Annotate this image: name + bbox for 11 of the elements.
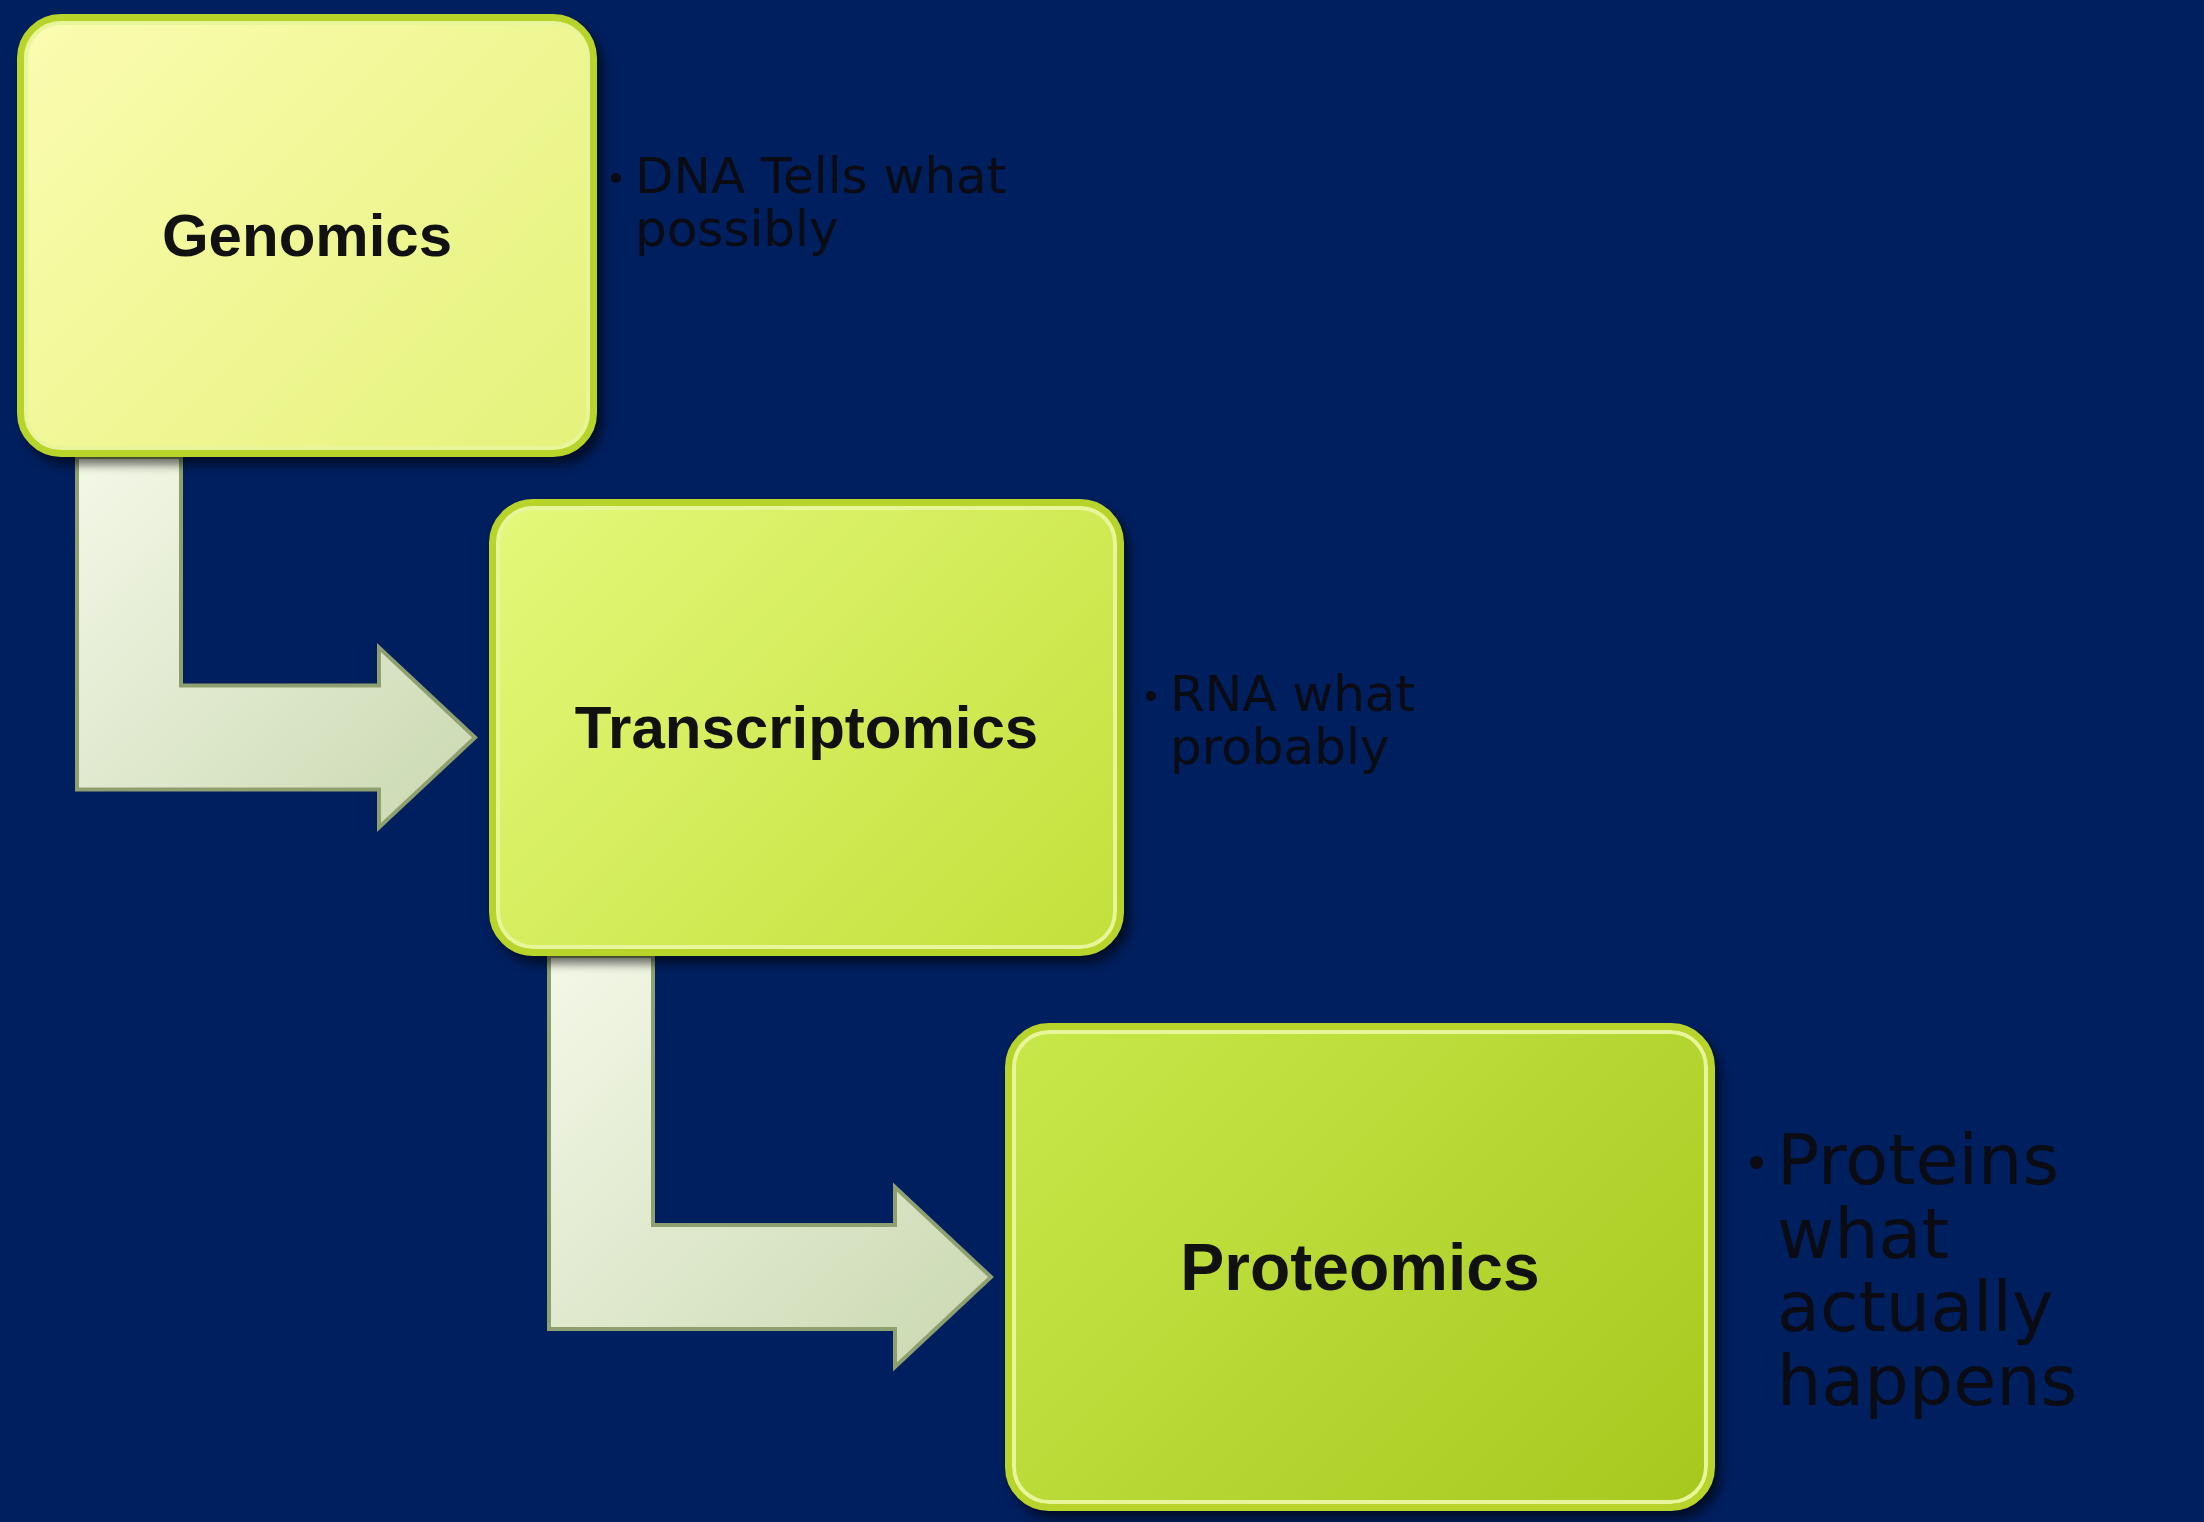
note-text: RNA what probably <box>1170 668 1417 773</box>
process-box <box>1005 1023 1715 1511</box>
bent-arrow <box>547 954 994 1372</box>
box-label: Genomics <box>161 201 453 270</box>
process-box <box>17 14 597 457</box>
bent-arrow <box>75 455 478 833</box>
note-text: DNA Tells what possibly <box>635 150 1008 255</box>
note-text: Proteins what actually happens <box>1777 1124 2079 1418</box>
box-label: Transcriptomics <box>574 693 1039 762</box>
box-label: Proteomics <box>1180 1229 1540 1305</box>
process-box <box>489 499 1124 956</box>
